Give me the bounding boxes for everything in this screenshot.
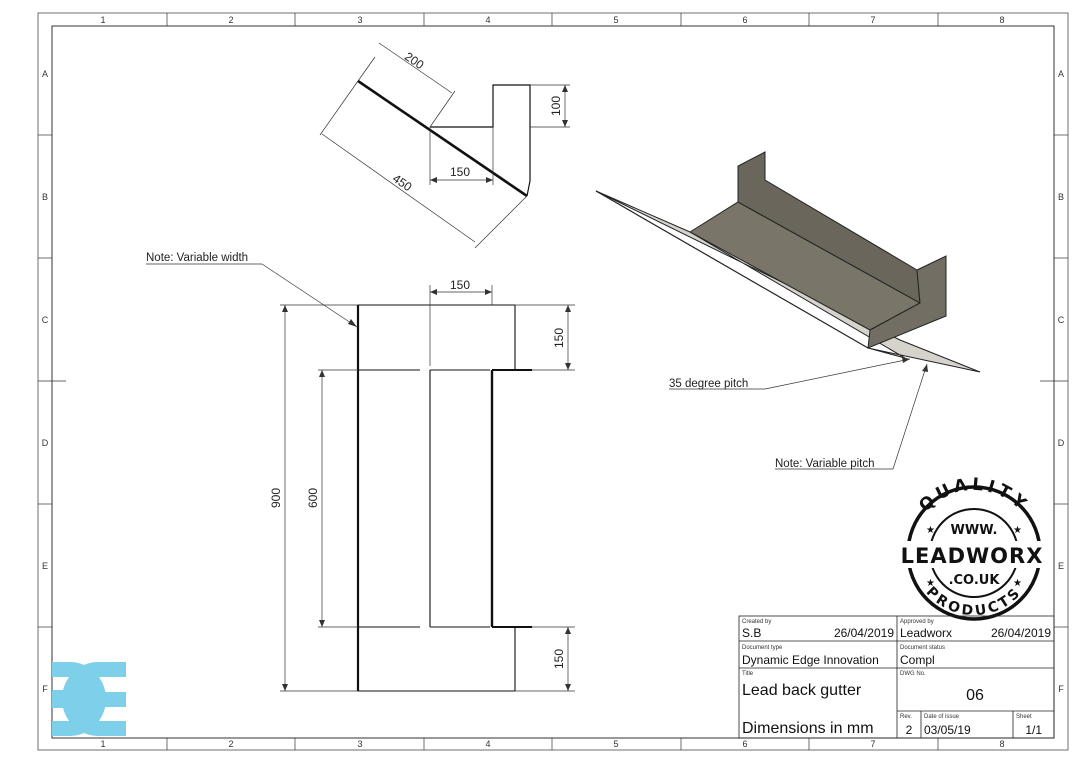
doc-type: Dynamic Edge Innovation <box>742 653 879 667</box>
plan-arrowheads <box>282 289 571 691</box>
zone-row-c: C <box>42 315 49 325</box>
zone-row-a: A <box>1058 69 1064 79</box>
zone-row-e: E <box>42 561 48 571</box>
section-view: 200 450 100 150 <box>319 42 570 249</box>
created-by-label: Created by <box>742 619 771 625</box>
created-by: S.B <box>742 626 761 640</box>
zone-col-7: 7 <box>870 739 875 749</box>
iso-leaders <box>669 358 928 470</box>
zone-row-a: A <box>42 69 48 79</box>
issue-date-label: Date of issue <box>924 714 960 720</box>
zone-labels-left: A B C D E F <box>42 69 49 694</box>
approved-by-label: Approved by <box>900 619 934 625</box>
approved-date: 26/04/2019 <box>991 626 1051 640</box>
zone-row-f: F <box>42 684 48 694</box>
zone-col-2: 2 <box>228 15 233 25</box>
sheet-number: 1/1 <box>1025 723 1042 737</box>
zone-row-d: D <box>1058 438 1065 448</box>
dim-height-600: 600 <box>306 488 320 508</box>
zone-row-f: F <box>1058 684 1064 694</box>
dim-upstand-100: 100 <box>549 96 563 116</box>
zone-row-b: B <box>1058 192 1064 202</box>
plan-outline <box>356 304 532 692</box>
zone-col-3: 3 <box>357 15 362 25</box>
doc-type-label: Document type <box>742 645 783 651</box>
dim-height-900: 900 <box>269 488 283 508</box>
doc-status: Compl <box>900 653 935 667</box>
zone-col-4: 4 <box>485 739 490 749</box>
zone-row-b: B <box>42 192 48 202</box>
badge-star-icon: ★ <box>926 578 935 589</box>
zone-col-6: 6 <box>742 15 747 25</box>
badge-star-icon: ★ <box>926 525 935 536</box>
zone-col-5: 5 <box>613 739 618 749</box>
zone-col-1: 1 <box>100 15 105 25</box>
section-arrowheads <box>430 85 568 183</box>
zone-labels-right: A B C D E F <box>1058 69 1065 694</box>
zone-col-5: 5 <box>613 15 618 25</box>
dim-slope-200: 200 <box>402 49 427 72</box>
dim-overall-450: 450 <box>390 171 415 194</box>
dim-bottom-depth-150: 150 <box>552 649 566 669</box>
zone-col-3: 3 <box>357 739 362 749</box>
sheet-label: Sheet <box>1016 714 1032 720</box>
section-profile <box>357 79 531 198</box>
rev-number: 2 <box>906 723 913 737</box>
zone-ticks <box>38 13 1068 750</box>
de-logo <box>52 662 126 736</box>
zone-col-8: 8 <box>999 15 1004 25</box>
zone-col-1: 1 <box>100 739 105 749</box>
note-variable-pitch: Note: Variable pitch <box>775 458 875 470</box>
section-dimension-lines <box>319 42 570 249</box>
plan-dimension-lines <box>146 263 575 692</box>
note-pitch-angle: 35 degree pitch <box>669 378 748 390</box>
badge-star-icon: ★ <box>1013 525 1022 536</box>
doc-status-label: Document status <box>900 645 945 651</box>
title-label: Title <box>742 671 754 677</box>
zone-col-7: 7 <box>870 15 875 25</box>
iso-view: 35 degree pitch Note: Variable pitch <box>595 151 981 470</box>
sheet-frame <box>37 12 1069 751</box>
zone-row-e: E <box>1058 561 1064 571</box>
dwg-number: 06 <box>966 687 984 704</box>
iso-front-edge <box>595 190 869 349</box>
dwg-label: DWG No. <box>900 671 926 677</box>
drawing-subtitle: Dimensions in mm <box>742 720 874 737</box>
issue-date: 03/05/19 <box>924 723 971 737</box>
note-variable-width: Note: Variable width <box>146 252 248 264</box>
dim-top-width-150: 150 <box>450 278 470 292</box>
plan-view: 150 150 150 900 600 Note: Variable width <box>146 252 575 692</box>
leadworx-badge: QUALITY PRODUCTS WWW. LEADWORX .CO.UK ★ … <box>895 475 1052 621</box>
badge-brand: LEADWORX <box>901 544 1044 568</box>
zone-labels-top: 1 2 3 4 5 6 7 8 <box>100 15 1004 25</box>
zone-col-6: 6 <box>742 739 747 749</box>
badge-www: WWW. <box>951 523 998 538</box>
badge-domain: .CO.UK <box>949 573 1001 588</box>
iso-leader-arrows <box>902 357 928 372</box>
zone-row-d: D <box>42 438 49 448</box>
zone-col-2: 2 <box>228 739 233 749</box>
approved-by: Leadworx <box>900 626 952 640</box>
dim-base-150: 150 <box>450 165 470 179</box>
drawing-title: Lead back gutter <box>742 682 862 699</box>
title-block: Created by S.B 26/04/2019 Approved by Le… <box>738 615 1055 739</box>
zone-col-8: 8 <box>999 739 1004 749</box>
zone-col-4: 4 <box>485 15 490 25</box>
zone-row-c: C <box>1058 315 1065 325</box>
dim-top-depth-150: 150 <box>552 328 566 348</box>
rev-label: Rev. <box>900 714 912 720</box>
created-date: 26/04/2019 <box>834 626 894 640</box>
badge-star-icon: ★ <box>1013 578 1022 589</box>
zone-labels-bottom: 1 2 3 4 5 6 7 8 <box>100 739 1004 749</box>
